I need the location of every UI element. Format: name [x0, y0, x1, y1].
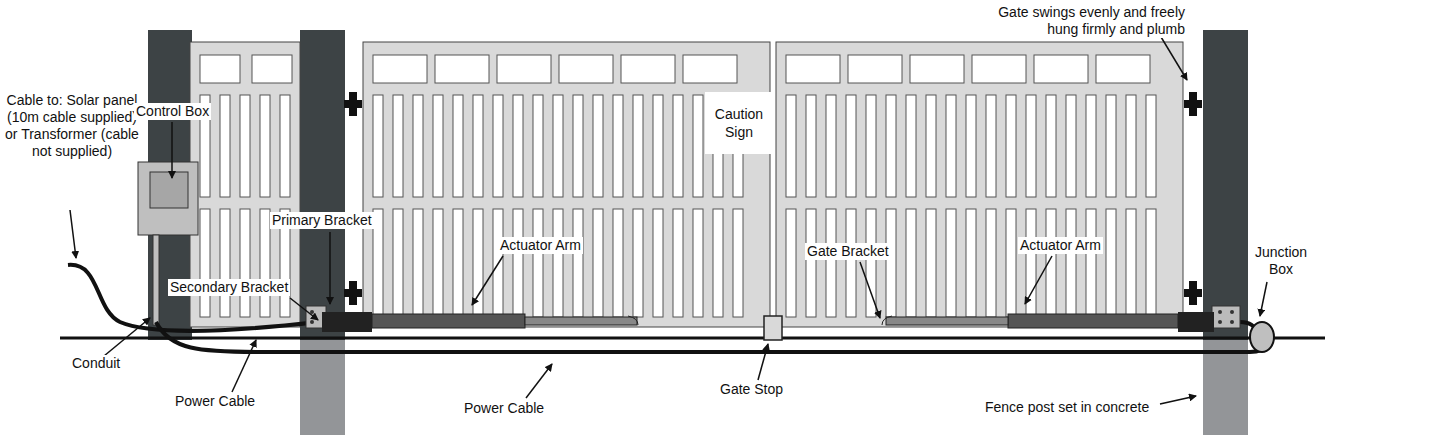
callout-label: Gate swings evenly and freely hung firml…	[968, 4, 1187, 38]
callout-label: Power Cable	[462, 400, 546, 417]
callout-label: Gate Stop	[718, 381, 785, 398]
gate-leaf	[776, 42, 1183, 327]
post-concrete	[300, 340, 345, 435]
gate-slats	[200, 55, 1156, 317]
callout-label: Conduit	[70, 355, 122, 372]
post-concrete	[1203, 340, 1248, 435]
callout-label: Cable to: Solar panel (10m cable supplie…	[0, 92, 144, 160]
gate-stop	[764, 316, 782, 340]
callout-label: Control Box	[134, 103, 211, 120]
leader-line	[70, 32, 1267, 404]
caution-sign: Caution Sign	[705, 92, 773, 154]
control-box	[138, 162, 198, 235]
callout-label: Actuator Arm	[498, 237, 583, 254]
control-box-lid	[150, 172, 188, 208]
callout-label: Gate Bracket	[805, 243, 891, 260]
hinge	[344, 92, 1202, 305]
callout-label: Junction Box	[1248, 244, 1314, 278]
power-cable	[68, 265, 318, 331]
callout-label: Power Cable	[173, 393, 257, 410]
gate-post	[1203, 30, 1248, 340]
junction-box	[1250, 322, 1274, 352]
conduit	[153, 235, 159, 325]
gate-post	[300, 30, 345, 340]
ground-line	[60, 337, 1325, 340]
callout-label: Fence post set in concrete	[983, 399, 1151, 416]
callout-label: Primary Bracket	[270, 212, 374, 229]
callout-label: Secondary Bracket	[168, 279, 290, 296]
gate-leaf	[363, 42, 770, 327]
sign-text: Caution Sign	[705, 105, 773, 141]
callout-label: Actuator Arm	[1018, 237, 1103, 254]
